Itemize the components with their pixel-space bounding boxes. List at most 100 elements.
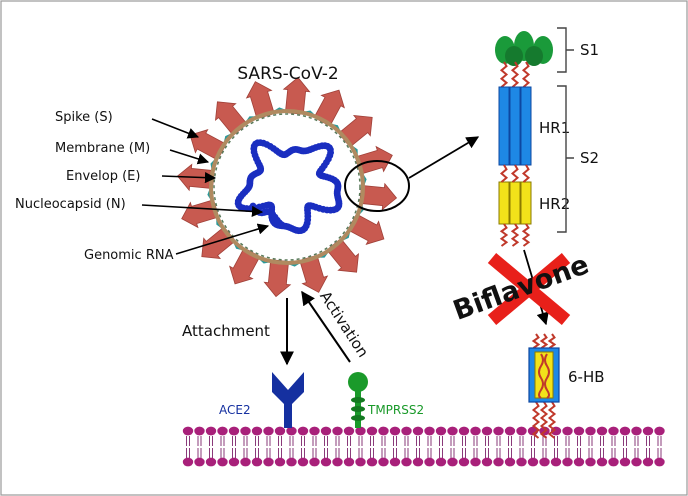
lipid-head [424,457,435,467]
lipid-head [504,426,516,436]
arrow-envelop [161,172,217,184]
linker-chain [499,223,509,247]
lipid-head [539,457,550,467]
linker-chain [547,333,557,349]
linker-chain [510,223,520,247]
spike-protein [359,182,398,211]
inhibition-cross-icon [487,253,571,325]
linker-chain [531,333,541,349]
lipid-head [240,426,251,436]
linker-chain [521,61,531,88]
linker-chains-middle [499,164,531,183]
lipid-head [228,426,240,436]
spike-protein [229,247,261,285]
lipid-head [642,457,654,467]
spike-protein [189,129,227,161]
lipid-head [205,457,217,467]
cell-membrane [182,426,668,467]
lipid-head [286,457,297,467]
ace2-receptor-icon [272,372,304,428]
viral-envelope [209,109,365,265]
lipid-head [654,457,665,467]
lipid-head [194,457,205,467]
lipid-head [343,457,355,467]
lipid-head [320,457,332,467]
lipid-head [332,457,343,467]
label-spike: Spike (S) [55,110,113,125]
label-hr2: HR2 [539,195,570,213]
lipid-head [309,426,320,436]
linker-chain [499,61,509,88]
lipid-head [458,457,470,467]
virus-particle [176,76,398,298]
hr2-helices [498,181,532,225]
rna-bead [278,221,285,228]
lipid-head [608,426,619,436]
lipid-head [240,457,251,467]
lipid-head [458,426,470,436]
tmprss2-protease-icon [348,372,368,428]
lipid-head [355,457,366,467]
label-6hb: 6-HB [568,368,605,386]
lipid-head [205,426,217,436]
lipid-head [389,457,401,467]
lipid-head [470,457,481,467]
arrow-spike [151,118,200,139]
lipid-head [585,457,596,467]
lipid-head [343,426,355,436]
linker-chain [499,164,509,183]
lipid-head [516,426,527,436]
label-nucleocapsid: Nucleocapsid (N) [15,197,126,212]
lipid-head [366,457,378,467]
lipid-head [619,426,631,436]
arrow-to-spike-detail [408,136,480,179]
spike-protein [347,213,385,245]
label-membrane: Membrane (M) [55,141,150,156]
label-ace2: ACE2 [219,403,251,417]
arrow-activation [301,290,351,363]
lipid-head [401,457,412,467]
spike-protein [245,81,275,120]
lipid-head [286,426,297,436]
lipid-head [217,457,228,467]
arrow-membrane [169,149,210,165]
spike-protein [313,89,345,127]
label-attachment: Attachment [182,322,270,340]
lipid-head [527,457,539,467]
lipid-head [435,426,447,436]
lipid-head [562,457,573,467]
rna-bead [334,179,341,187]
lipid-head [378,426,389,436]
label-hr1: HR1 [539,119,570,137]
lipid-head [251,426,263,436]
lipid-head [493,426,504,436]
lipid-head [412,426,424,436]
lipid-head [550,457,562,467]
label-envelop: Envelop (E) [66,169,140,184]
lipid-head [263,457,274,467]
lipid-head [642,426,654,436]
linker-chain [521,164,531,183]
arrow-nucleocapsid [141,204,264,218]
label-s2: S2 [580,149,599,167]
spike-protein [282,76,311,115]
spike-protein [263,259,292,298]
linker-chain [521,223,531,247]
lipid-head [182,426,194,436]
lipid-head [194,426,205,436]
six-helix-bundle [528,333,560,439]
lipid-head [355,426,366,436]
lipid-head [332,426,343,436]
lipid-head [493,457,504,467]
six-hb-linkers [531,333,557,439]
lipid-head [573,457,585,467]
spike-protein [181,199,220,229]
linker-chain [539,401,549,439]
lipid-head [516,457,527,467]
membrane-protein-layer [213,113,361,261]
linker-chain [510,61,520,88]
label-tmprss2: TMPRSS2 [367,403,424,417]
lipid-head [366,426,378,436]
